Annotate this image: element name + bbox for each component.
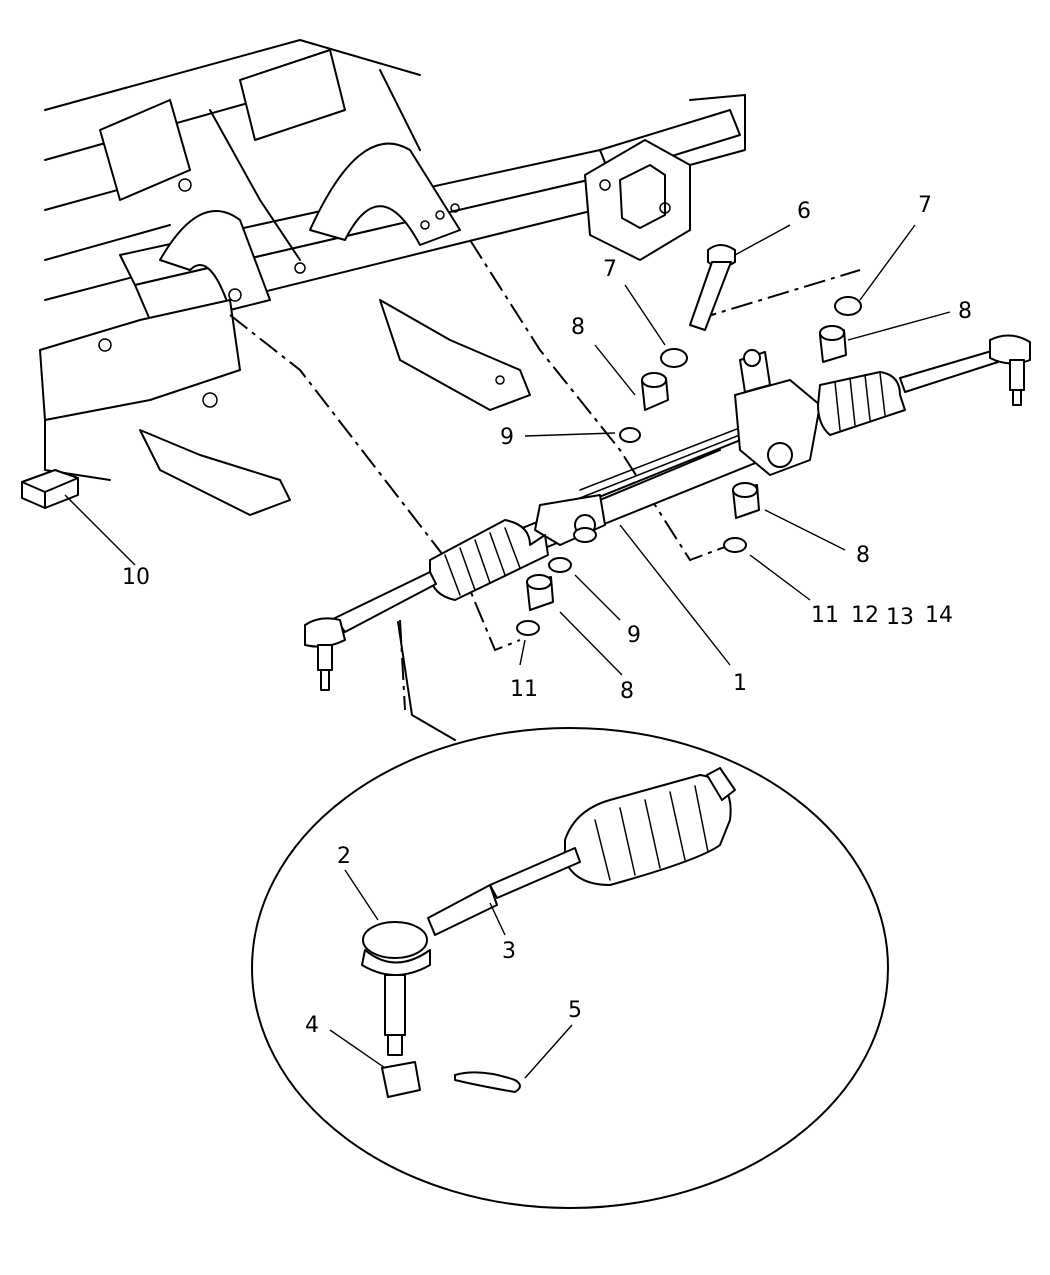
callout-9-lower: 9 [627,623,641,648]
tie-rod-detail-view [251,621,889,1209]
callout-10: 10 [122,565,150,590]
callout-8-upper-left: 8 [571,315,585,340]
callout-1: 1 [733,671,747,696]
callout-9-upper: 9 [500,425,514,450]
callout-13: 13 [886,605,914,630]
callout-11-right: 11 [811,603,839,628]
callout-7-left: 7 [603,257,617,282]
callout-14: 14 [925,603,953,628]
mounting-bolt-part-6 [689,244,736,331]
callout-8-lower-right: 8 [856,543,870,568]
front-frame-crossmember [39,39,746,516]
callout-12: 12 [851,603,879,628]
mount-bushings-and-washers [516,296,862,636]
callout-7-right: 7 [918,193,932,218]
callout-2: 2 [337,844,351,869]
callout-8-lower-left: 8 [620,679,634,704]
jounce-bumper-part-10 [21,469,79,509]
callout-6: 6 [797,199,811,224]
callout-4: 4 [305,1013,319,1038]
callout-3: 3 [502,939,516,964]
callout-8-upper-right: 8 [958,299,972,324]
callout-11-left: 11 [510,677,538,702]
callout-leader-lines [64,224,951,1079]
rack-and-pinion-gear-part-1 [304,334,1031,691]
callout-5: 5 [568,998,582,1023]
